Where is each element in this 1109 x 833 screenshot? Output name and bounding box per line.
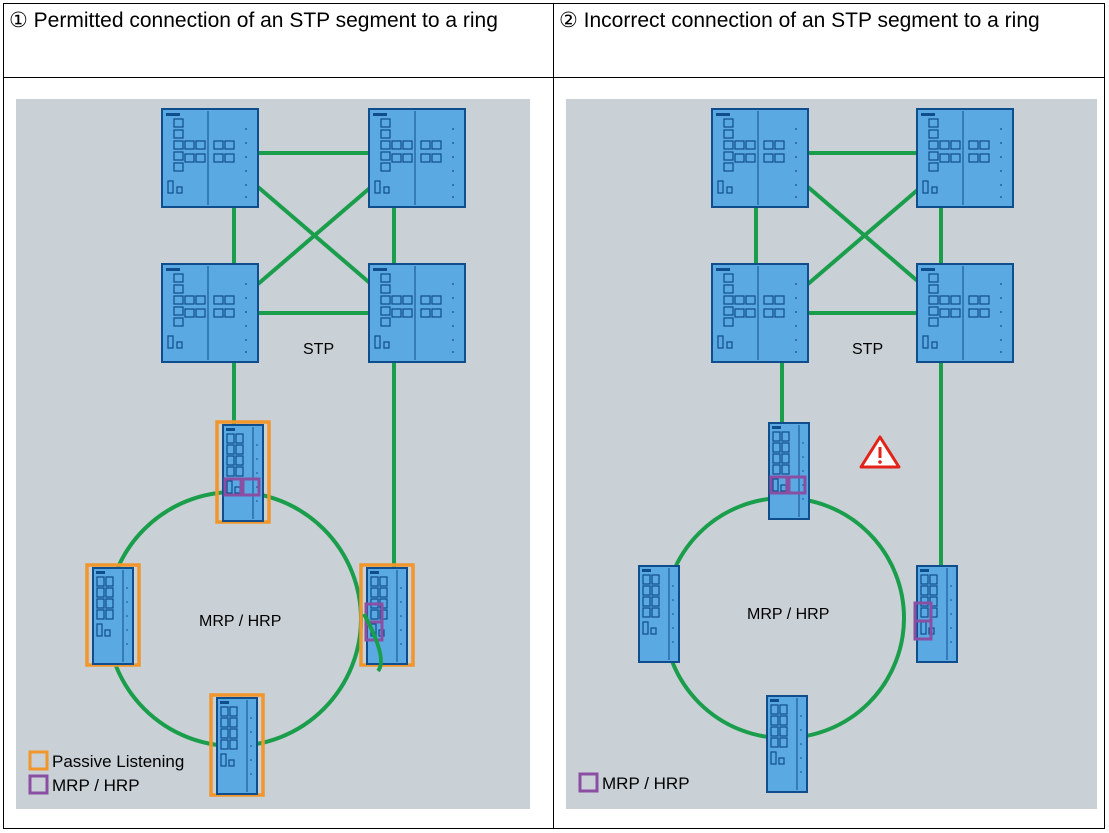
legend-swatch-mrp [578,772,599,793]
stp-switch-4 [916,263,1014,363]
stp-switch-4 [368,263,466,363]
ring-switch-left [638,565,680,663]
stp-switch-2 [368,108,466,208]
column-divider [553,3,554,829]
stp-switch-1 [161,108,259,208]
diagram-panel-incorrect: STP MRP / HRP MRP / HRP [566,99,1097,809]
header-text-2: Incorrect connection of an STP segment t… [583,9,1040,32]
header-cell-1: ① Permitted connection of an STP segment… [9,5,549,36]
header-number-1: ① [9,8,28,32]
stp-switch-2 [916,108,1014,208]
stp-switch-3 [711,263,809,363]
legend-label-mrp: MRP / HRP [52,776,140,795]
legend-swatch-mrp [28,774,49,795]
diagram-background [16,99,530,809]
ring-label: MRP / HRP [747,606,829,623]
ring-label: MRP / HRP [199,613,281,630]
stp-switch-3 [161,263,259,363]
diagram-incorrect: STP MRP / HRP MRP / HRP [566,99,1097,809]
ring-switch-left [85,563,141,667]
ring-switch-top [215,420,271,524]
header-cell-2: ② Incorrect connection of an STP segment… [559,5,1099,36]
legend-label-passive: Passive Listening [52,752,184,771]
header-number-2: ② [559,8,578,32]
diagram-permitted: STP MRP / HRP Passive Listening MRP / HR… [16,99,530,809]
stp-label: STP [852,341,883,358]
ring-switch-right [359,563,415,667]
ring-switch-bottom [209,693,265,797]
table-frame [3,3,1105,829]
ring-switch-right [913,565,958,663]
header-text-1: Permitted connection of an STP segment t… [33,9,498,32]
warning-icon [859,435,901,469]
header-divider [3,77,1105,78]
ring-switch-bottom [766,695,808,793]
diagram-background [566,99,1097,809]
stp-switch-1 [711,108,809,208]
legend: Passive Listening MRP / HRP [28,750,184,795]
stp-label: STP [303,341,334,358]
legend: MRP / HRP [578,772,690,793]
legend-swatch-passive [28,750,49,771]
diagram-panel-permitted: STP MRP / HRP Passive Listening MRP / HR… [16,99,530,809]
ring-switch-top [768,422,810,520]
legend-label-mrp: MRP / HRP [602,774,690,793]
